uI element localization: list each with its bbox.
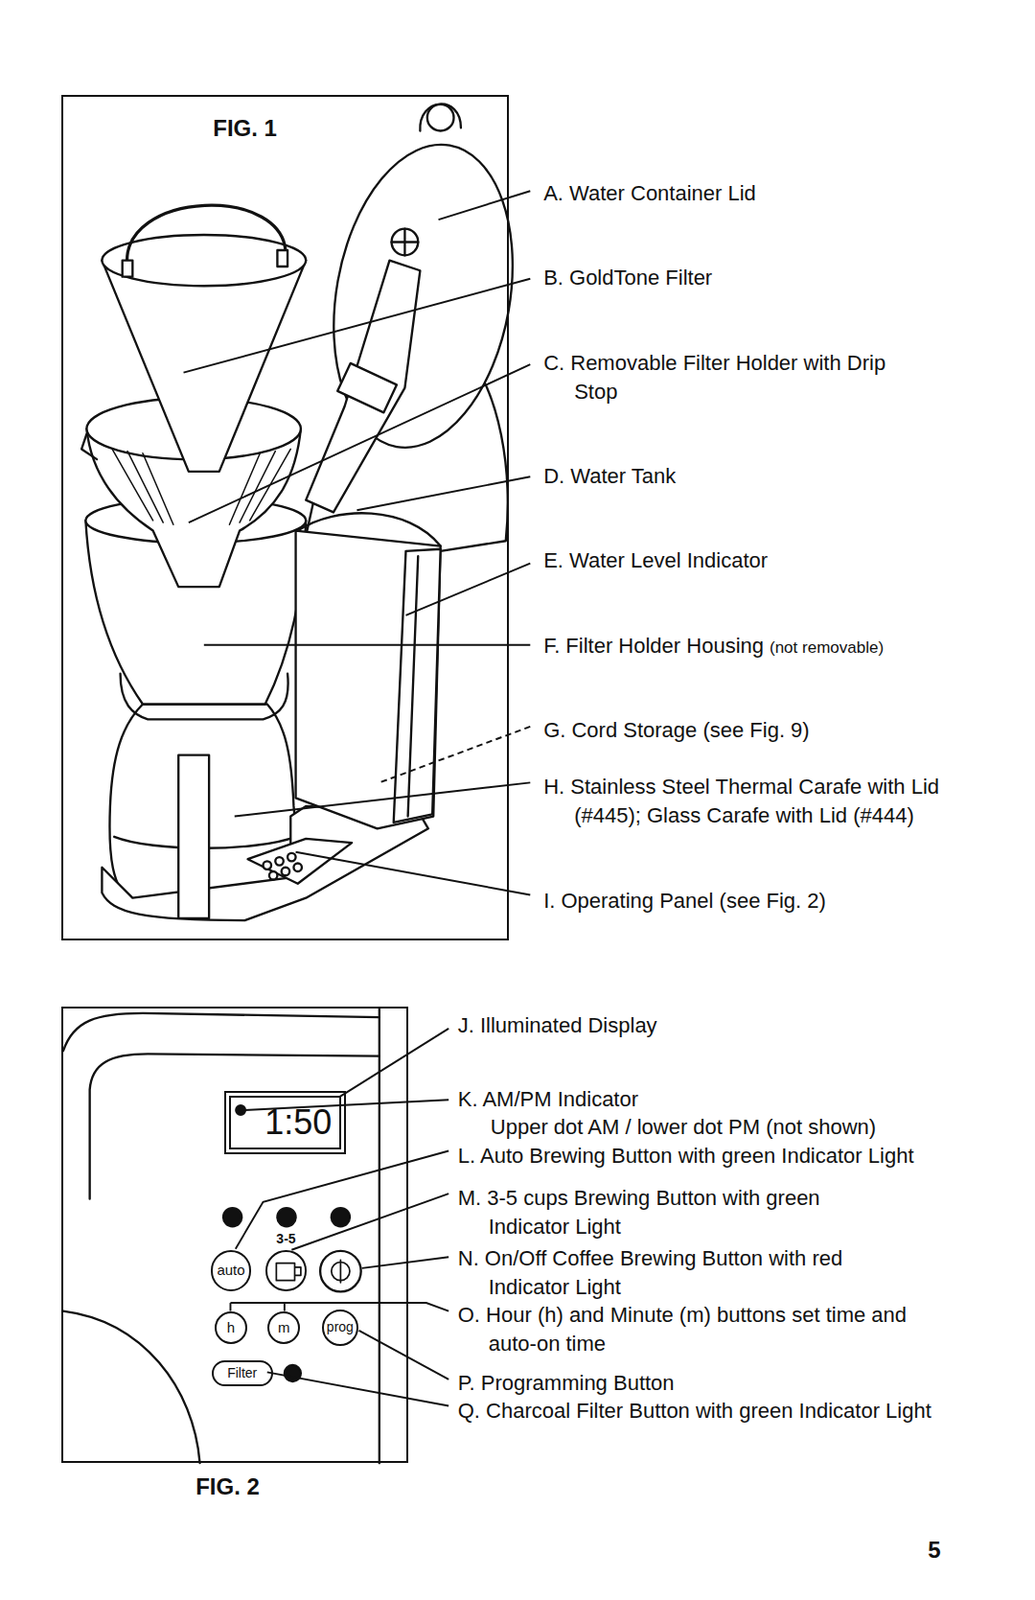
water-level-strip — [393, 549, 441, 823]
label-slot: I. Operating Panel (see Fig. 2) — [543, 886, 827, 916]
label-slot: D. Water Tank — [543, 461, 676, 491]
minute-button: m — [267, 1311, 300, 1344]
part-note: Upper dot AM / lower dot PM (not shown) — [490, 1114, 876, 1139]
part-label: K. AM/PM Indicator — [458, 1086, 639, 1111]
illuminated-display: 1:50 — [224, 1090, 347, 1154]
on-off-button — [320, 1250, 362, 1292]
cup-icon — [276, 1263, 301, 1281]
water-tank — [296, 530, 441, 829]
label-slot: C. Removable Filter Holder with Drip Sto… — [543, 348, 908, 407]
part-label: I. Operating Panel (see Fig. 2) — [543, 888, 827, 913]
part-label: F. Filter Holder Housing — [543, 633, 764, 658]
button-text: Filter — [227, 1365, 257, 1380]
label-slot: M. 3-5 cups Brewing Button with green In… — [458, 1183, 899, 1242]
part-label: E. Water Level Indicator — [543, 548, 768, 573]
label-slot: O. Hour (h) and Minute (m) buttons set t… — [458, 1300, 943, 1358]
part-label: M. 3-5 cups Brewing Button with green In… — [458, 1185, 821, 1239]
part-label: P. Programming Button — [458, 1370, 675, 1395]
label-slot: J. Illuminated Display — [458, 1011, 658, 1040]
button-text: m — [277, 1319, 291, 1336]
hour-button: h — [214, 1311, 248, 1344]
part-label: L. Auto Brewing Button with green Indica… — [458, 1143, 915, 1168]
button-text: prog — [326, 1319, 354, 1334]
part-label: H. Stainless Steel Thermal Carafe with L… — [543, 774, 940, 828]
label-slot: N. On/Off Coffee Brewing Button with red… — [458, 1243, 923, 1302]
label-slot: F. Filter Holder Housing (not removable) — [543, 631, 884, 663]
part-note: (not removable) — [769, 638, 884, 657]
figure-frame: FIG. 21:50auto3-5hmprogFilter — [61, 1006, 409, 1463]
label-slot: P. Programming Button — [458, 1368, 675, 1398]
button-text: h — [227, 1319, 235, 1336]
carafe-handle — [178, 755, 209, 919]
page-number: 5 — [927, 1536, 941, 1563]
goldtone-filter — [101, 260, 306, 472]
am-dot — [235, 1104, 246, 1115]
label-slot: H. Stainless Steel Thermal Carafe with L… — [543, 772, 951, 830]
operating-panel — [248, 838, 353, 884]
figure-caption: FIG. 1 — [212, 115, 277, 141]
part-label: O. Hour (h) and Minute (m) buttons set t… — [458, 1302, 907, 1356]
auto-button: auto — [210, 1249, 253, 1291]
cups-button: 3-5 — [265, 1249, 307, 1291]
lid-tab — [419, 104, 461, 132]
label-slot: K. AM/PM Indicator — [458, 1084, 639, 1114]
button-text: 1:50 — [264, 1103, 332, 1142]
part-label: Q. Charcoal Filter Button with green Ind… — [458, 1398, 932, 1423]
filter-light — [284, 1364, 301, 1381]
shower-arm — [305, 260, 420, 513]
label-slot: G. Cord Storage (see Fig. 9) — [543, 715, 810, 745]
button-text: auto — [216, 1262, 245, 1279]
label-slot: A. Water Container Lid — [543, 179, 757, 208]
label-slot: 5 — [927, 1535, 941, 1565]
part-label: C. Removable Filter Holder with Drip Sto… — [543, 350, 886, 404]
leader-lines — [184, 190, 531, 1405]
part-label: J. Illuminated Display — [458, 1012, 658, 1037]
part-label: D. Water Tank — [543, 463, 676, 488]
label-slot: B. GoldTone Filter — [543, 263, 713, 293]
figure-caption: FIG. 2 — [195, 1473, 260, 1499]
prog-button: prog — [322, 1309, 359, 1346]
part-label: B. GoldTone Filter — [543, 265, 713, 290]
part-label: G. Cord Storage (see Fig. 9) — [543, 717, 810, 742]
label-slot: E. Water Level Indicator — [543, 546, 768, 575]
label-slot: Upper dot AM / lower dot PM (not shown) — [490, 1112, 876, 1142]
label-slot: Q. Charcoal Filter Button with green Ind… — [458, 1396, 959, 1426]
part-label: N. On/Off Coffee Brewing Button with red… — [458, 1245, 844, 1299]
button-text: 3-5 — [276, 1231, 296, 1246]
label-slot: L. Auto Brewing Button with green Indica… — [458, 1141, 915, 1171]
part-label: A. Water Container Lid — [543, 181, 757, 206]
filter-button: Filter — [211, 1359, 274, 1386]
figure-frame: FIG. 1 — [61, 94, 509, 941]
